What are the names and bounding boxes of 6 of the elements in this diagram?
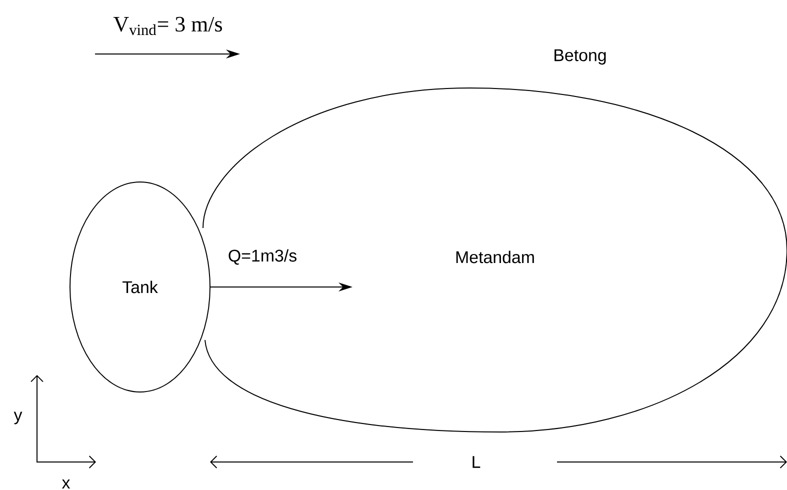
wind-speed-label: V$_{vind}$= 3 m/s — [113, 16, 222, 36]
axis-label: x — [62, 480, 70, 488]
area-label: Betong — [554, 49, 606, 65]
dimension-label: L — [472, 456, 480, 468]
axis-label: y — [14, 412, 22, 424]
flow-label: Q=1m3/s — [228, 249, 296, 265]
